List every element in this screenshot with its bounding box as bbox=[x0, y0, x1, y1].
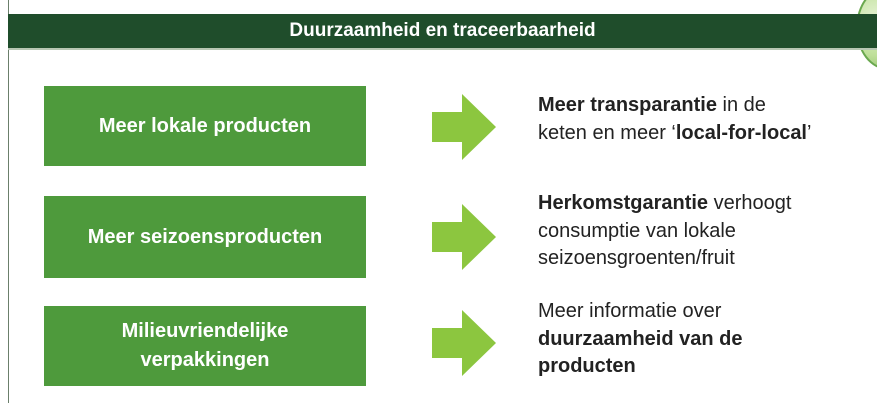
header-title: Duurzaamheid en traceerbaarheid bbox=[289, 20, 596, 41]
description-transparency: Meer transparantie in de keten en meer ‘… bbox=[538, 92, 877, 147]
header-divider bbox=[8, 48, 877, 50]
description-sustainability-info: Meer informatie over duurzaamheid van de… bbox=[538, 298, 877, 381]
arrow-right-icon bbox=[432, 204, 496, 270]
box-seasonal-products: Meer seizoensproducten bbox=[44, 196, 366, 278]
box-label: Meer seizoensproducten bbox=[87, 225, 323, 248]
box-label-line: Milieuvriendelijke bbox=[121, 320, 289, 342]
desc-line: duurzaamheid van de bbox=[538, 327, 743, 350]
box-label: Meer lokale producten bbox=[98, 114, 312, 137]
desc-line: Meer informatie over bbox=[538, 300, 722, 322]
arrow-right-icon bbox=[432, 94, 496, 160]
description-origin-guarantee: Herkomstgarantie verhoogt consumptie van… bbox=[538, 190, 877, 273]
desc-line: consumptie van lokale bbox=[538, 219, 736, 242]
desc-line: producten bbox=[538, 355, 636, 378]
desc-line: Meer transparantie in de bbox=[538, 94, 766, 116]
desc-line: seizoensgroenten/fruit bbox=[538, 247, 735, 270]
box-label-line: verpakkingen bbox=[140, 349, 270, 371]
arrow-right-icon bbox=[432, 310, 496, 376]
desc-line: keten en meer ‘local-for-local’ bbox=[538, 121, 812, 144]
desc-line: Herkomstgarantie verhoogt bbox=[538, 192, 792, 214]
section-header: Duurzaamheid en traceerbaarheid bbox=[8, 14, 877, 48]
box-eco-packaging: Milieuvriendelijke verpakkingen bbox=[44, 306, 366, 386]
box-local-products: Meer lokale producten bbox=[44, 86, 366, 166]
